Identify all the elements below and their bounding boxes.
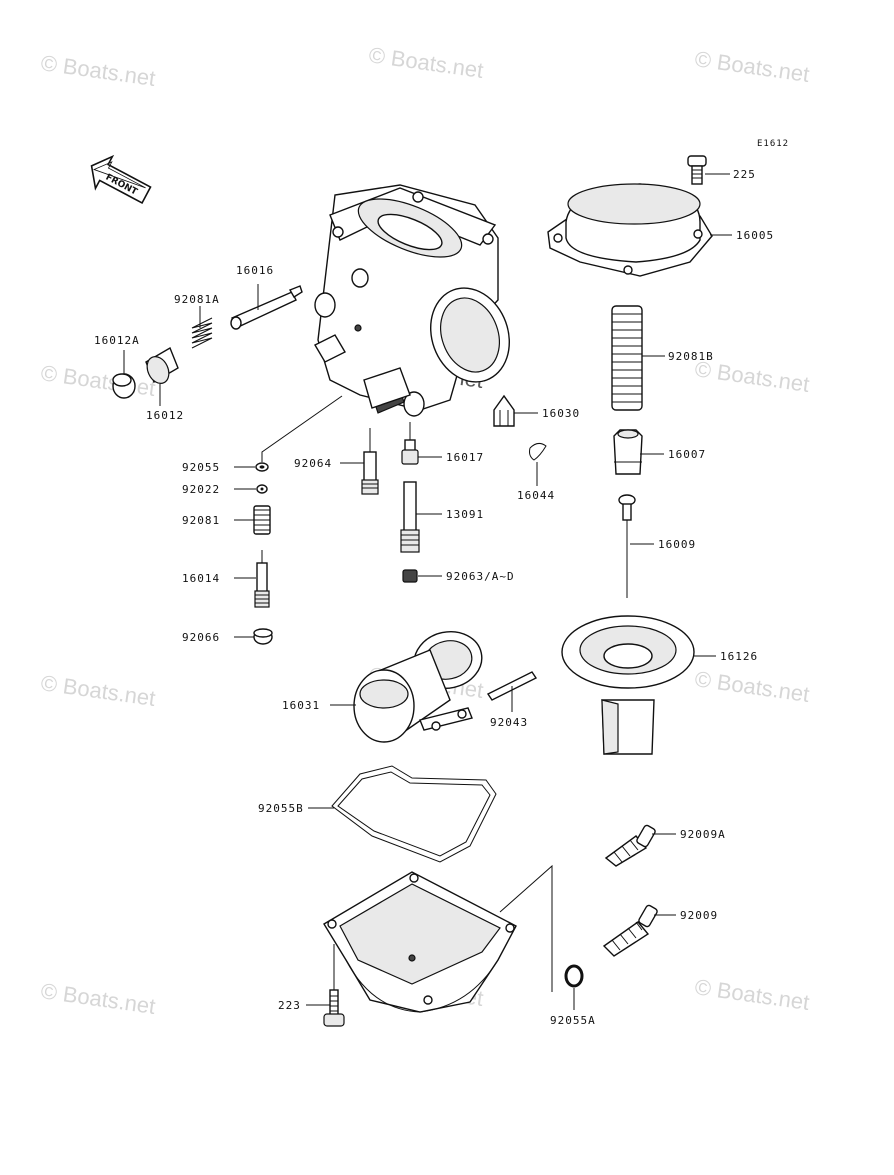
part-92055: 92055 xyxy=(182,461,269,474)
watermark: © Boats.net xyxy=(39,670,157,711)
label-16030: 16030 xyxy=(542,407,580,420)
front-arrow-icon: FRONT xyxy=(90,154,152,205)
label-16009: 16009 xyxy=(658,538,696,551)
watermark: © Boats.net xyxy=(693,666,811,707)
part-92081: 92081 xyxy=(182,505,271,535)
part-225: 225 xyxy=(687,155,756,185)
part-16030: 16030 xyxy=(493,394,580,427)
watermark: © Boats.net xyxy=(693,46,811,87)
label-92063: 92063/A~D xyxy=(446,570,515,583)
label-92043: 92043 xyxy=(490,716,528,729)
part-92081b: 92081B xyxy=(611,305,714,411)
watermark: © Boats.net xyxy=(39,978,157,1019)
label-16012a: 16012A xyxy=(94,334,140,347)
part-16126: 16126 xyxy=(561,615,758,755)
part-92055a: 92055A xyxy=(550,964,596,1027)
part-16012: 16012A 16012 xyxy=(94,334,184,422)
part-92063: 92063/A~D xyxy=(402,569,515,583)
label-92009a: 92009A xyxy=(680,828,726,841)
part-16017: 16017 xyxy=(401,422,484,465)
label-16031: 16031 xyxy=(282,699,320,712)
part-92064: 92064 xyxy=(294,428,379,495)
label-16016: 16016 xyxy=(236,264,274,277)
part-16014: 16014 xyxy=(182,550,270,608)
label-16012: 16012 xyxy=(146,409,184,422)
part-13091: 13091 xyxy=(400,481,484,553)
label-223: 223 xyxy=(278,999,301,1012)
label-92009: 92009 xyxy=(680,909,718,922)
part-92066: 92066 xyxy=(182,628,273,645)
part-16007: 16007 xyxy=(613,429,706,475)
part-92055b: 92055B xyxy=(258,765,497,863)
label-92081b: 92081B xyxy=(668,350,714,363)
part-16005: 16005 xyxy=(547,183,774,277)
watermark-group: © Boats.net © Boats.net © Boats.net © Bo… xyxy=(39,42,811,1019)
part-16031: 16031 xyxy=(282,631,483,743)
watermark: © Boats.net xyxy=(39,50,157,91)
part-92043: 92043 xyxy=(486,671,538,729)
label-16005: 16005 xyxy=(736,229,774,242)
label-92055b: 92055B xyxy=(258,802,304,815)
watermark: © Boats.net xyxy=(367,42,485,83)
label-92066: 92066 xyxy=(182,631,220,644)
watermark: © Boats.net xyxy=(39,360,157,401)
label-16014: 16014 xyxy=(182,572,220,585)
label-13091: 13091 xyxy=(446,508,484,521)
label-92055: 92055 xyxy=(182,461,220,474)
label-16007: 16007 xyxy=(668,448,706,461)
diagram-code: E1612 xyxy=(757,139,789,149)
label-16044: 16044 xyxy=(517,489,555,502)
label-92022: 92022 xyxy=(182,483,220,496)
carburetor-body xyxy=(314,184,511,417)
part-92081a: 92081A xyxy=(174,293,220,349)
part-92009: 92009 xyxy=(602,904,718,957)
label-92081: 92081 xyxy=(182,514,220,527)
part-float-bowl xyxy=(323,871,517,1013)
part-223: 223 xyxy=(278,944,345,1027)
watermark: © Boats.net xyxy=(693,974,811,1015)
part-92022: 92022 xyxy=(182,483,268,496)
part-92009a: 92009A xyxy=(604,824,726,867)
label-16126: 16126 xyxy=(720,650,758,663)
part-16044: 16044 xyxy=(517,442,555,502)
label-92064: 92064 xyxy=(294,457,332,470)
label-92055a: 92055A xyxy=(550,1014,596,1027)
label-16017: 16017 xyxy=(446,451,484,464)
part-16016: 16016 xyxy=(230,264,303,330)
label-225: 225 xyxy=(733,168,756,181)
part-16009: 16009 xyxy=(618,494,696,598)
label-92081a: 92081A xyxy=(174,293,220,306)
